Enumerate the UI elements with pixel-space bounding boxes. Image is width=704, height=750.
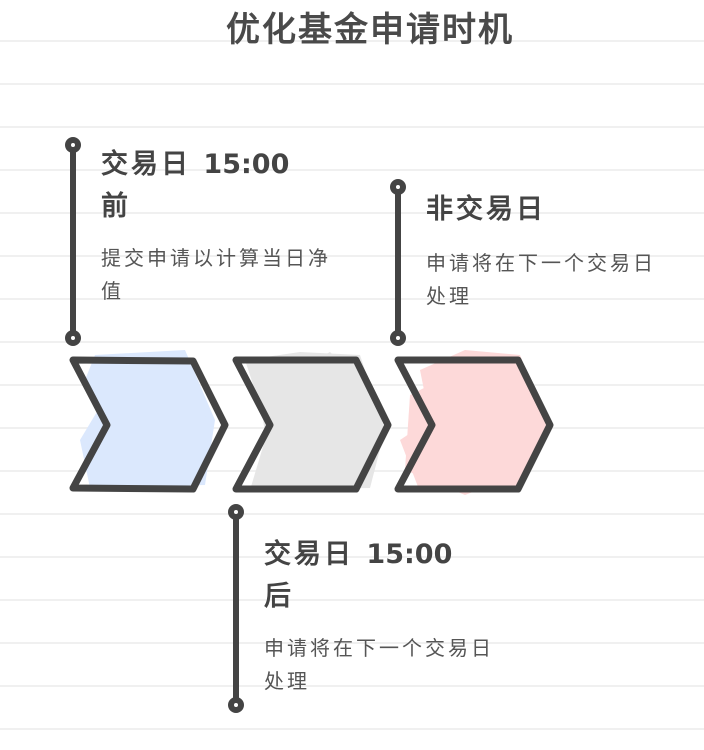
chevron-arrow-icon [232,356,392,493]
heading-prefix: 非交易日 [426,194,546,225]
heading-time: 15:00 [366,539,453,570]
chevron-step-2 [232,352,392,493]
heading-time: 15:00 [203,149,290,180]
page-title: 优化基金申请时机 [226,10,514,50]
step-description: 申请将在下一个交易日处理 [426,251,656,308]
chevron-arrow-icon [394,356,554,493]
step-card-non-trading-day: 非交易日 申请将在下一个交易日处理 [426,189,676,313]
chevron-step-1 [69,350,229,493]
timeline-connector-3 [390,179,406,346]
chevron-step-3 [394,350,554,495]
heading-prefix: 交易日 [101,149,191,180]
step-heading: 非交易日 [426,189,676,231]
heading-suffix: 前 [101,191,131,222]
chevron-arrow-icon [69,356,229,493]
heading-prefix: 交易日 [264,539,354,570]
step-description: 提交申请以计算当日净值 [101,246,331,303]
step-card-before-cutoff: 交易日 15:00 前 提交申请以计算当日净值 [101,144,351,308]
step-heading: 交易日 15:00 后 [264,534,514,618]
heading-suffix: 后 [264,581,294,612]
step-description: 申请将在下一个交易日处理 [264,636,494,693]
step-heading: 交易日 15:00 前 [101,144,351,228]
timeline-connector-2 [228,504,244,713]
timeline-connector-1 [65,137,81,346]
step-card-after-cutoff: 交易日 15:00 后 申请将在下一个交易日处理 [264,534,514,698]
